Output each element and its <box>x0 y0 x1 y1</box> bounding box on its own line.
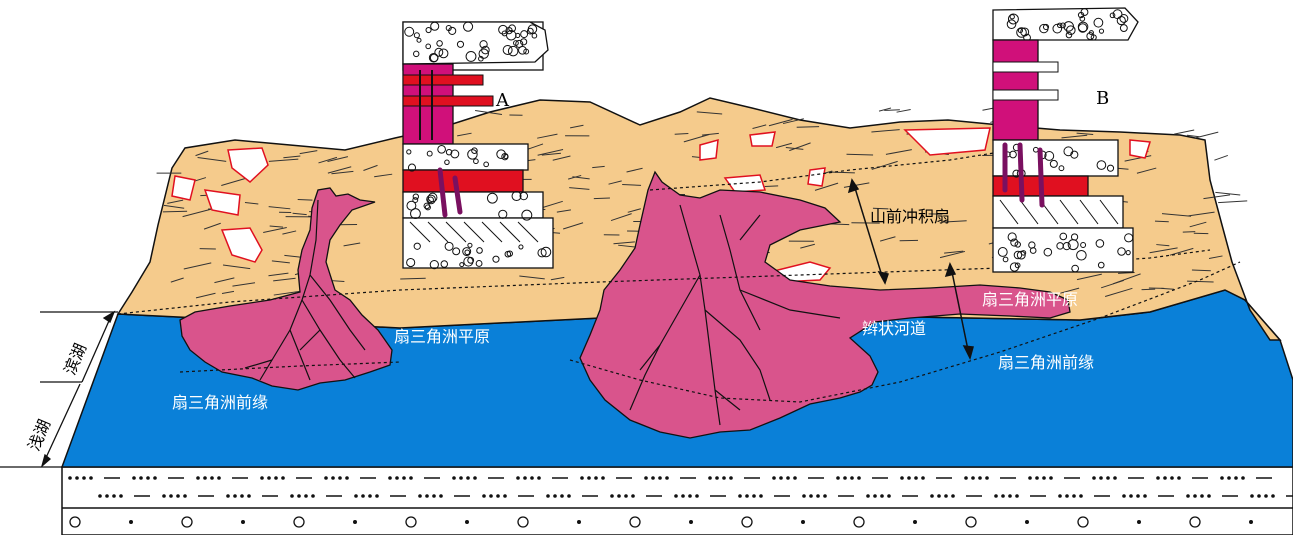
label-shallow-lake: 浅湖 <box>24 417 54 454</box>
label-fan-delta-plain-right: 扇三角洲平原 <box>982 290 1078 309</box>
bottom-strata-block <box>62 467 1293 535</box>
label-column-a: A <box>495 90 510 111</box>
label-fan-delta-front-right: 扇三角洲前缘 <box>998 353 1094 372</box>
label-braided-channel: 辫状河道 <box>862 319 926 338</box>
label-alluvial-fan: 山前冲积扇 <box>870 207 950 226</box>
stratigraphic-column-b <box>993 8 1138 272</box>
label-fan-delta-front-left: 扇三角洲前缘 <box>172 393 268 412</box>
label-fan-delta-plain-left: 扇三角洲平原 <box>394 327 490 346</box>
label-column-b: B <box>1096 88 1109 109</box>
